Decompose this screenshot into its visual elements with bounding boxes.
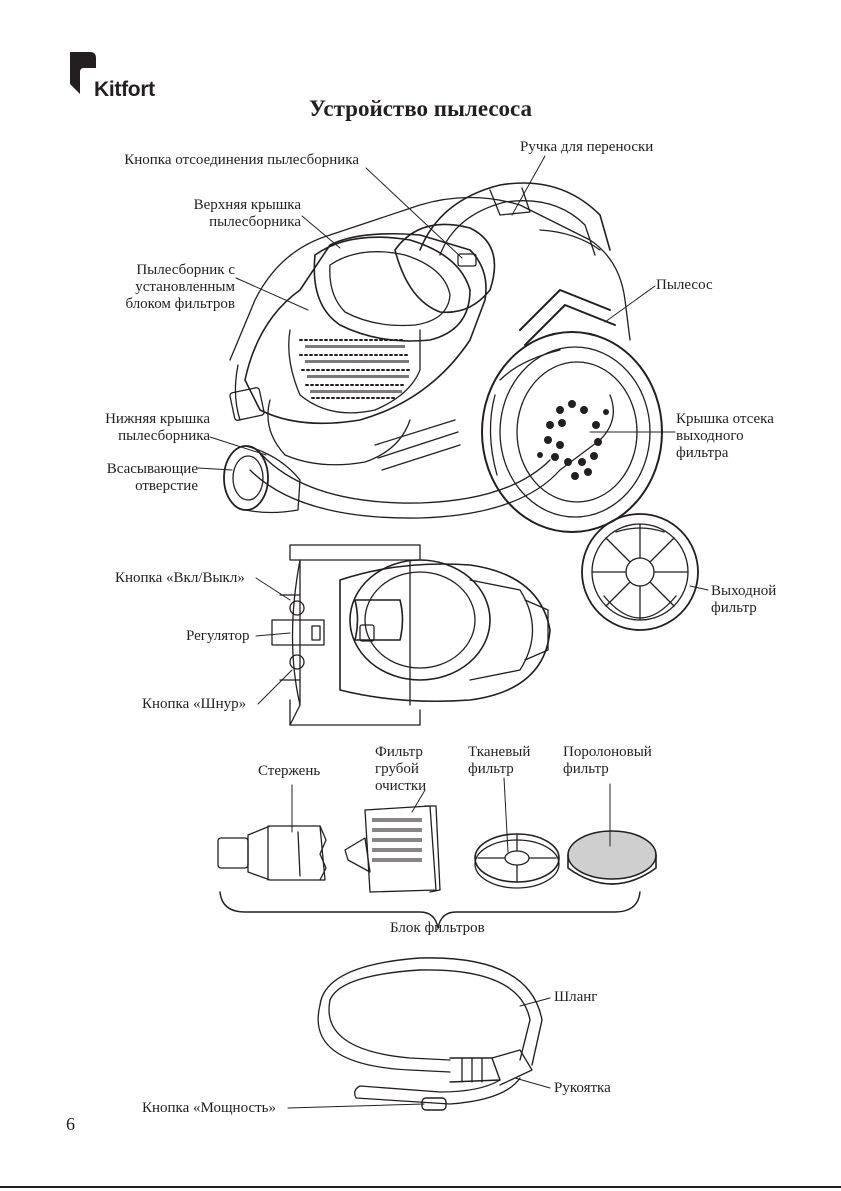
label-cloth-filter: Тканевый фильтр bbox=[468, 744, 531, 777]
label-cord-button: Кнопка «Шнур» bbox=[142, 696, 247, 712]
cloth-filter-drawing bbox=[475, 834, 559, 888]
label-coarse-filter: Фильтр грубой очистки bbox=[375, 744, 427, 794]
vacuum-body-drawing bbox=[224, 183, 662, 532]
outlet-filter-drawing bbox=[582, 514, 698, 630]
label-outlet-filter: Выходной фильтр bbox=[711, 583, 777, 616]
label-filter-block: Блок фильтров bbox=[390, 920, 485, 936]
label-outlet-cover: Крышка отсека выходного фильтра bbox=[676, 411, 774, 461]
label-top-cover: Верхняя крышка пылесборника bbox=[193, 197, 301, 230]
bottom-rule bbox=[0, 1186, 841, 1188]
label-rod: Стержень bbox=[258, 763, 321, 779]
label-grip: Рукоятка bbox=[554, 1080, 611, 1096]
hose-drawing bbox=[318, 958, 542, 1110]
label-power-switch: Кнопка «Вкл/Выкл» bbox=[115, 570, 245, 586]
mesh-dots-icon bbox=[305, 345, 409, 393]
leader-lines bbox=[198, 156, 675, 470]
label-dust-container: Пылесборник с установленным блоком фильт… bbox=[125, 262, 235, 312]
filter-block-brace bbox=[220, 892, 640, 928]
leader-lines-top bbox=[256, 578, 292, 704]
brand-name: Kitfort bbox=[94, 78, 155, 101]
label-foam-filter: Поролоновый фильтр bbox=[563, 744, 652, 777]
label-vacuum-body: Пылесос bbox=[656, 277, 713, 293]
label-power-button: Кнопка «Мощность» bbox=[142, 1100, 276, 1116]
label-detach-button: Кнопка отсоединения пылесборника bbox=[124, 152, 359, 168]
top-view-drawing bbox=[272, 545, 550, 725]
label-hose: Шланг bbox=[554, 989, 598, 1005]
page-title: Устройство пылесоса bbox=[308, 96, 533, 121]
coarse-filter-drawing bbox=[345, 806, 440, 892]
outlet-grille-icon bbox=[537, 400, 609, 480]
label-bottom-cover: Нижняя крышка пылесборника bbox=[105, 411, 210, 444]
kitfort-logo-mark-icon bbox=[70, 52, 96, 94]
foam-filter-drawing bbox=[568, 831, 656, 884]
kitfort-logo: Kitfort bbox=[68, 50, 168, 101]
label-suction-inlet: Всасывающие отверстие bbox=[106, 461, 198, 494]
page-number: 6 bbox=[66, 1114, 75, 1134]
label-regulator: Регулятор bbox=[186, 628, 250, 644]
rod-drawing bbox=[218, 826, 326, 880]
label-carry-handle: Ручка для переноски bbox=[520, 139, 654, 155]
